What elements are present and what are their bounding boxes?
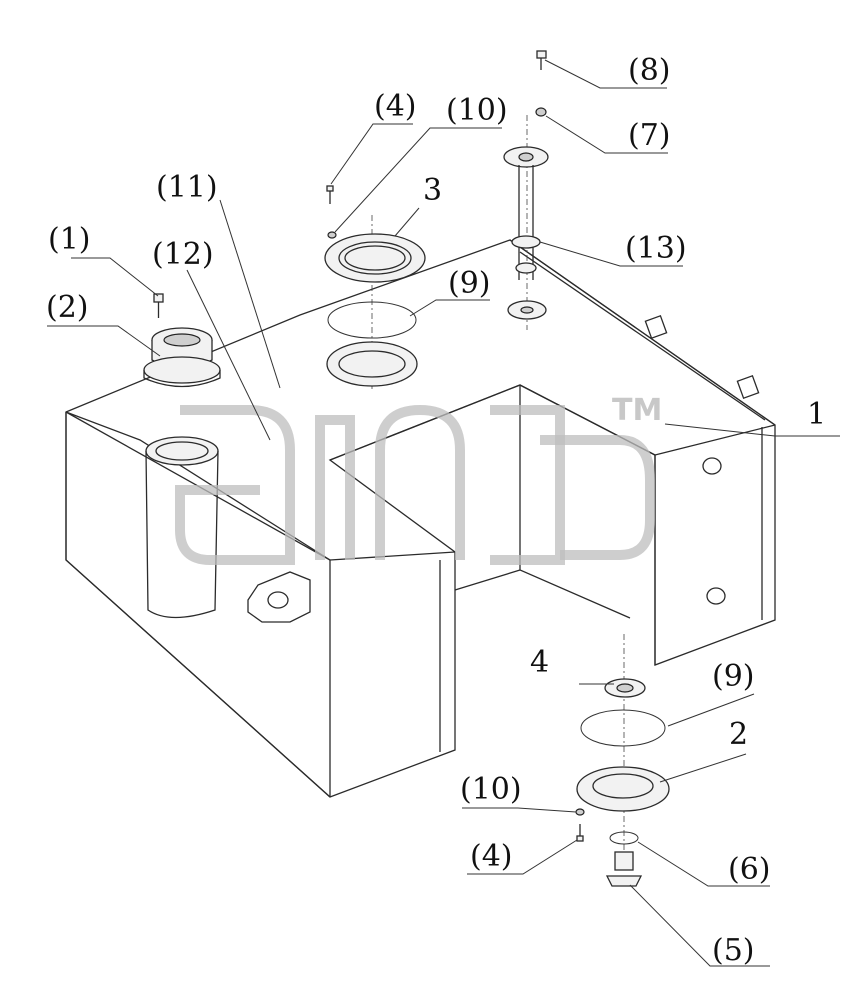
label-part-p9-bottom: (9) — [712, 659, 755, 694]
trademark-mark: TM — [612, 393, 662, 428]
filler-cap-assembly — [143, 293, 221, 388]
part-labels: 1 (1) (2) 3 (4) (10) (11) (12) (9) (8) (… — [46, 53, 826, 968]
label-part-p12: (12) — [152, 237, 214, 272]
label-part-3: 3 — [423, 173, 442, 208]
label-part-1: 1 — [807, 397, 826, 432]
watermark-logo: TM — [175, 393, 662, 565]
label-part-p4-bottom: (4) — [470, 839, 513, 874]
label-part-p6: (6) — [728, 852, 771, 887]
label-part-p10-bottom: (10) — [460, 772, 522, 807]
label-part-p7: (7) — [628, 118, 671, 153]
label-part-p1: (1) — [48, 222, 91, 257]
label-part-p11: (11) — [156, 170, 218, 205]
top-flange-assembly — [324, 185, 426, 392]
label-part-p4-top: (4) — [374, 89, 417, 124]
label-part-p5: (5) — [712, 933, 755, 968]
label-part-p13: (13) — [625, 231, 687, 266]
label-part-4-bottom: 4 — [530, 645, 549, 680]
label-part-p9-top: (9) — [448, 266, 491, 301]
drain-assembly — [575, 634, 670, 887]
label-part-p8: (8) — [628, 53, 671, 88]
pipe-assembly — [503, 50, 549, 330]
label-part-2-bottom: 2 — [729, 717, 748, 752]
leader-lines — [47, 59, 840, 967]
label-part-p10-top: (10) — [446, 93, 508, 128]
label-part-p2: (2) — [46, 290, 89, 325]
tank-body — [65, 239, 776, 798]
